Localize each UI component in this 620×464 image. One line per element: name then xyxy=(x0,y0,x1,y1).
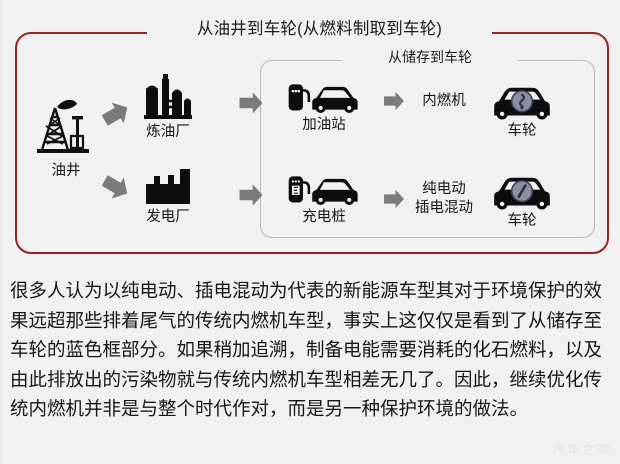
node-label-charging-pile: 充电桩 xyxy=(302,209,346,225)
arrow-power-plant-to-charging-pile xyxy=(236,180,266,215)
node-wheel-ev: 车轮 xyxy=(485,172,559,230)
gas-station-car-icon xyxy=(288,84,358,113)
car-wheel-icon xyxy=(494,177,550,210)
node-ev-phev: 纯电动 插电混动 xyxy=(404,179,484,217)
node-label-internal-combustion-engine: 内燃机 xyxy=(422,93,466,109)
arrow-charging-pile-to-ev xyxy=(381,186,407,217)
node-label-gas-station: 加油站 xyxy=(302,117,346,133)
node-wheel-ice: 车轮 xyxy=(485,82,559,140)
node-label-phev: 插电混动 xyxy=(415,200,473,216)
node-label-power-plant: 发电厂 xyxy=(146,209,190,225)
node-label-refinery: 炼油厂 xyxy=(146,124,190,140)
article-body: 很多人认为以纯电动、插电混动为代表的新能源车型其对于环境保护的效果远超那些排着尾… xyxy=(10,276,616,424)
node-refinery: 炼油厂 xyxy=(128,71,208,141)
outer-box-title: 从油井到车轮(从燃料制取到车轮) xyxy=(196,20,443,38)
oil-derrick-icon xyxy=(37,99,89,153)
node-power-plant: 发电厂 xyxy=(128,166,208,226)
node-label-ev: 纯电动 xyxy=(422,181,466,197)
node-label-wheel-ice: 车轮 xyxy=(507,123,537,139)
car-wheel-icon xyxy=(494,87,550,120)
inner-title-backdrop xyxy=(342,54,518,67)
charging-pile-car-icon xyxy=(288,176,358,205)
inner-box-title: 从储存到车轮 xyxy=(388,49,472,65)
outer-title-backdrop xyxy=(147,25,492,41)
node-charging-pile: 充电桩 xyxy=(274,170,374,226)
node-label-oil-well: 油井 xyxy=(51,163,81,179)
power-plant-icon xyxy=(146,169,190,204)
well-to-wheel-diagram: 从油井到车轮(从燃料制取到车轮) 从储存到车轮 油井 xyxy=(2,0,620,268)
node-internal-combustion-engine: 内燃机 xyxy=(404,92,484,110)
watermark: 汽车之家 xyxy=(551,442,612,457)
article-paragraph: 很多人认为以纯电动、插电混动为代表的新能源车型其对于环境保护的效果远超那些排着尾… xyxy=(10,280,603,419)
node-label-wheel-ev: 车轮 xyxy=(507,213,537,229)
node-oil-well: 油井 xyxy=(20,96,112,180)
arrow-refinery-to-gas-station xyxy=(236,88,266,123)
arrow-well-to-power-plant xyxy=(99,170,133,209)
refinery-icon xyxy=(144,74,192,119)
arrow-gas-station-to-ice xyxy=(381,88,407,119)
node-gas-station: 加油站 xyxy=(274,78,374,134)
arrow-well-to-refinery xyxy=(99,97,133,136)
